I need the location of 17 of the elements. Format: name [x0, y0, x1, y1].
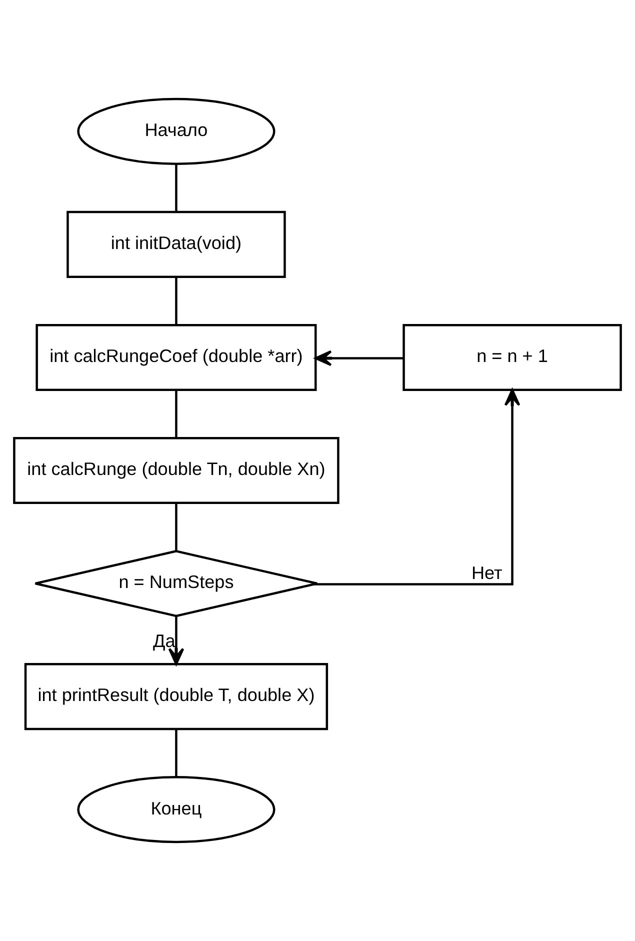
node-box: int calcRungeCoef (double *arr): [36, 324, 317, 391]
node-box: int printResult (double T, double X): [24, 663, 328, 730]
node-box: int calcRunge (double Tn, double Xn): [13, 436, 340, 504]
node-box: n = n + 1: [402, 324, 622, 391]
node-box: int initData(void): [66, 210, 286, 278]
connector: [175, 277, 178, 325]
arrow: [314, 388, 520, 586]
connector: [175, 503, 178, 551]
arrow: [168, 616, 184, 666]
connector: [175, 729, 178, 777]
edge-label: Нет: [471, 563, 502, 584]
connector: [175, 390, 178, 438]
connector: [175, 164, 178, 212]
node-diamond: n = NumSteps: [34, 550, 318, 618]
node-ellipse: Конец: [77, 776, 276, 844]
arrow: [314, 350, 404, 366]
node-ellipse: Начало: [77, 98, 276, 165]
